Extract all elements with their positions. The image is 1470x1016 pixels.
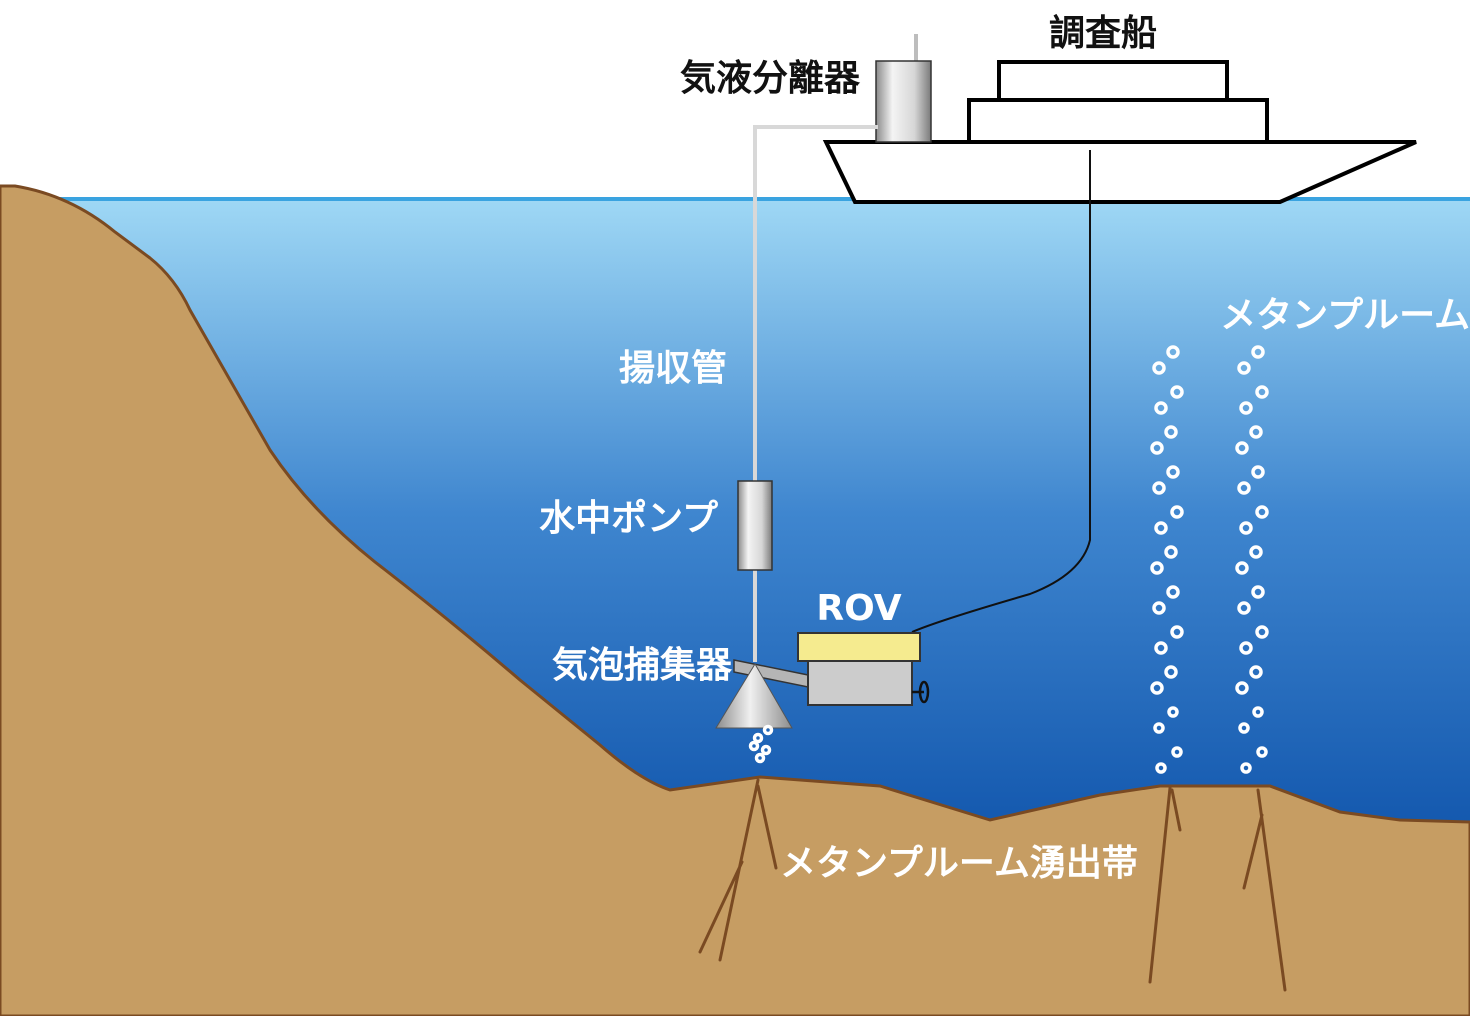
bubble [1154,521,1168,535]
gas-liquid-separator [875,60,932,143]
bubble [754,752,766,764]
bubble [1150,441,1164,455]
separator-label: 気液分離器 [680,58,861,99]
bubble [1155,762,1167,774]
bubble [1249,665,1263,679]
bubble [1170,505,1184,519]
methane-bubbles [748,345,1269,774]
seabed-fissures [698,778,1287,992]
bubble [1256,746,1268,758]
bubble [1252,706,1264,718]
bubble [1237,361,1251,375]
bubble [1150,561,1164,575]
bubble [1255,625,1269,639]
bubble [1154,641,1168,655]
ship-label: 調査船 [1049,13,1157,54]
bubble [1237,601,1251,615]
bubble [1249,425,1263,439]
bubble [1239,521,1253,535]
bubble [1239,641,1253,655]
bubble [1170,385,1184,399]
bubble [752,732,764,744]
bubble [1164,545,1178,559]
pump-label: 水中ポンプ [539,497,718,539]
bubble [1166,585,1180,599]
rov-vehicle [797,632,930,706]
bubble [762,724,774,736]
seabed-terrain [0,184,1470,1016]
bubble [760,744,772,756]
bubble [1235,681,1249,695]
plume-label: メタンプルーム [1220,295,1470,336]
submersible-pump [737,480,773,571]
collector-label: 気泡捕集器 [552,645,733,686]
bubble [748,740,760,752]
rov-label: ROV [816,588,901,629]
bubble [1235,561,1249,575]
bubble [1235,441,1249,455]
bubble [1153,722,1165,734]
bubble [1152,601,1166,615]
bubble [1152,361,1166,375]
bubble-collector [715,663,793,729]
bubble [1164,425,1178,439]
research-ship [822,60,1417,204]
bubble [1238,722,1250,734]
bubble [1251,465,1265,479]
seep-zone-label: メタンプルーム湧出帯 [780,843,1138,884]
bubble [1166,465,1180,479]
bubble [1166,345,1180,359]
bubble [1152,481,1166,495]
bubble [1251,345,1265,359]
bubble [1237,481,1251,495]
riser-pipe-label: 揚収管 [619,348,727,389]
bubble [1239,401,1253,415]
bubble [1240,762,1252,774]
bubble [1170,625,1184,639]
bubble [1164,665,1178,679]
bubble [1150,681,1164,695]
bubble [1255,385,1269,399]
bubble [1255,505,1269,519]
bubble [1171,746,1183,758]
rov-tether [911,150,1091,633]
bubble [1249,545,1263,559]
bubble [1154,401,1168,415]
bubble [1167,706,1179,718]
bubble [1251,585,1265,599]
